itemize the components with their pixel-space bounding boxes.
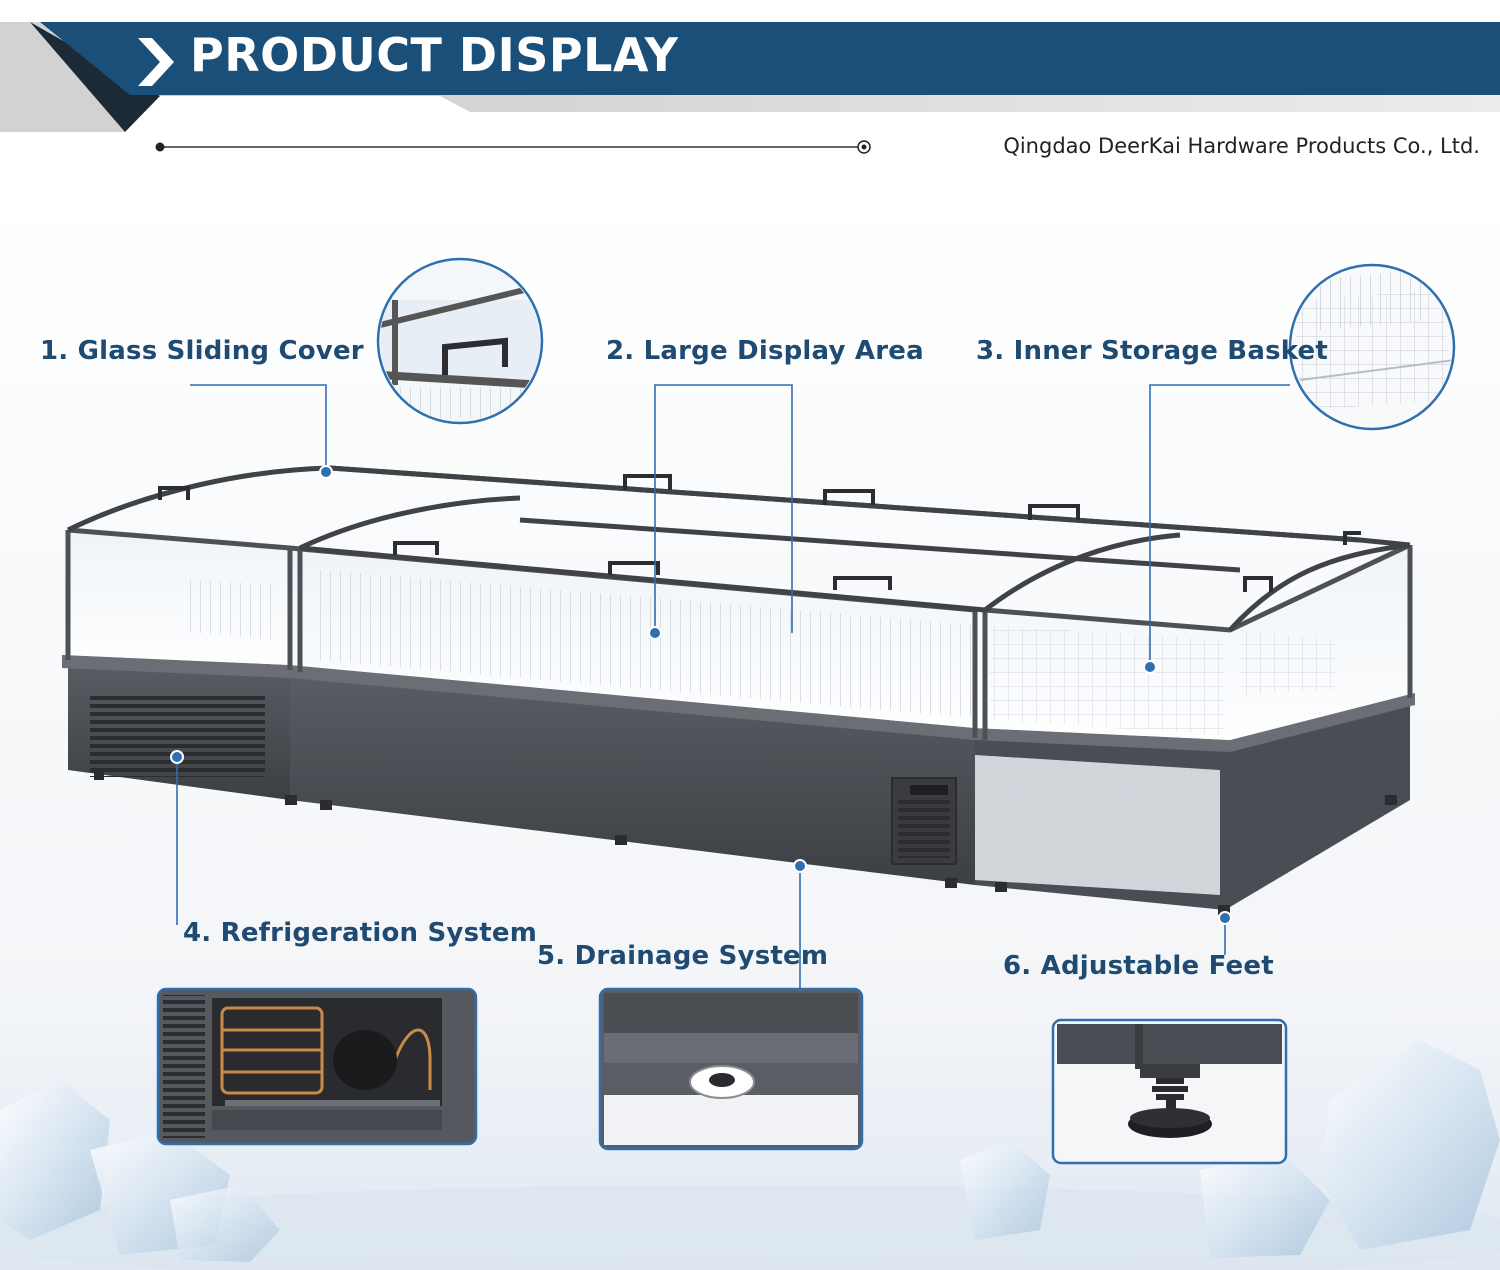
adjustable-feet-icon — [1051, 1018, 1288, 1165]
island-freezer — [62, 465, 1415, 915]
storage-basket-icon — [1288, 263, 1456, 431]
banner-blue-bar — [40, 22, 1500, 95]
divider-start-dot — [155, 142, 165, 152]
feature-label-refrigeration-system: 4. Refrigeration System — [183, 918, 538, 948]
banner-graphic — [0, 22, 1500, 154]
divider-end-ring — [857, 140, 871, 154]
refrigeration-system-icon — [156, 987, 478, 1146]
leader-lines — [176, 384, 1290, 988]
chevron-right-icon — [138, 38, 174, 86]
feature-label-large-display-area: 2. Large Display Area — [606, 336, 924, 366]
feature-label-inner-storage-basket: 3. Inner Storage Basket — [976, 336, 1328, 366]
feature-label-adjustable-feet: 6. Adjustable Feet — [1003, 951, 1274, 981]
ice-cubes-right — [960, 1040, 1500, 1258]
feature-label-glass-sliding-cover: 1. Glass Sliding Cover — [40, 336, 364, 366]
company-name: Qingdao DeerKai Hardware Products Co., L… — [1003, 134, 1480, 158]
page-title: PRODUCT DISPLAY — [190, 28, 679, 82]
callout-dots — [170, 465, 1232, 925]
glass-sliding-cover-icon — [376, 257, 544, 425]
ice-cubes-left — [0, 1080, 280, 1262]
floor-reflection — [0, 1185, 1500, 1270]
drainage-system-icon — [598, 987, 864, 1151]
divider-end-dot — [861, 144, 867, 150]
header-banner: PRODUCT DISPLAY Qingdao DeerKai Hardware… — [0, 0, 1500, 190]
banner-left-dark — [30, 22, 160, 132]
feature-label-drainage-system: 5. Drainage System — [537, 941, 829, 971]
